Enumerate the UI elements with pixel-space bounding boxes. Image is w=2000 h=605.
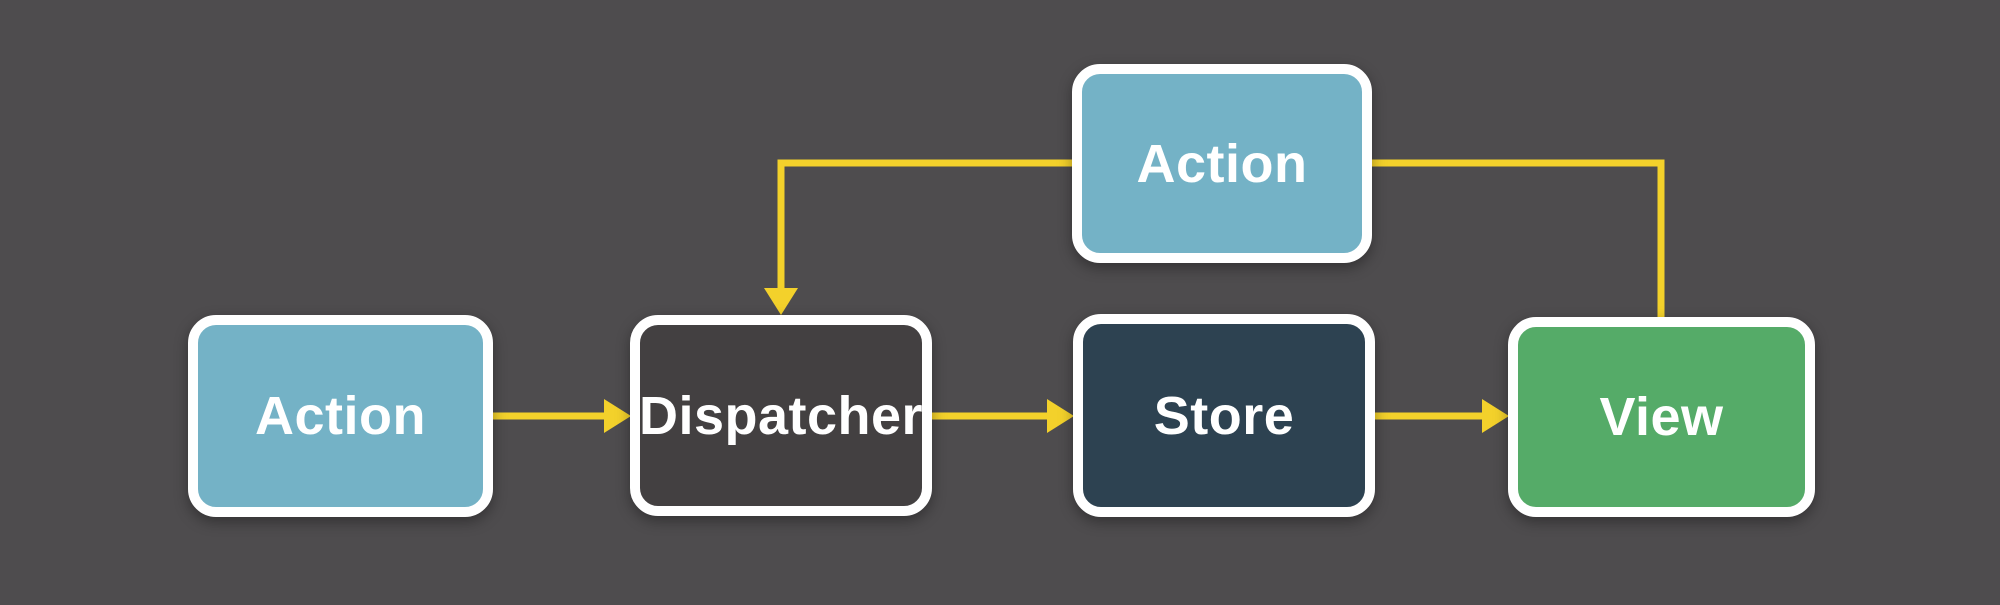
node-dispatcher: Dispatcher xyxy=(630,315,932,516)
edge-view-to-action-top xyxy=(1372,159,1665,317)
node-label: Store xyxy=(1153,385,1295,446)
node-label: Dispatcher xyxy=(638,385,924,446)
edge-store-to-view xyxy=(1375,399,1509,433)
arrowhead-right-icon xyxy=(1047,399,1074,433)
node-label: Action xyxy=(1136,133,1308,194)
arrowhead-down-icon xyxy=(764,288,798,315)
node-label: Action xyxy=(255,386,426,446)
edge-action-to-dispatcher xyxy=(493,399,631,433)
node-action: Action xyxy=(188,315,493,517)
node-label: View xyxy=(1599,387,1724,447)
node-store: Store xyxy=(1073,314,1375,517)
edge-action-top-to-dispatcher xyxy=(764,159,1072,315)
node-view: View xyxy=(1508,317,1815,517)
node-action-top: Action xyxy=(1072,64,1372,263)
arrowhead-right-icon xyxy=(604,399,631,433)
edge-dispatcher-to-store xyxy=(932,399,1074,433)
arrowhead-right-icon xyxy=(1482,399,1509,433)
